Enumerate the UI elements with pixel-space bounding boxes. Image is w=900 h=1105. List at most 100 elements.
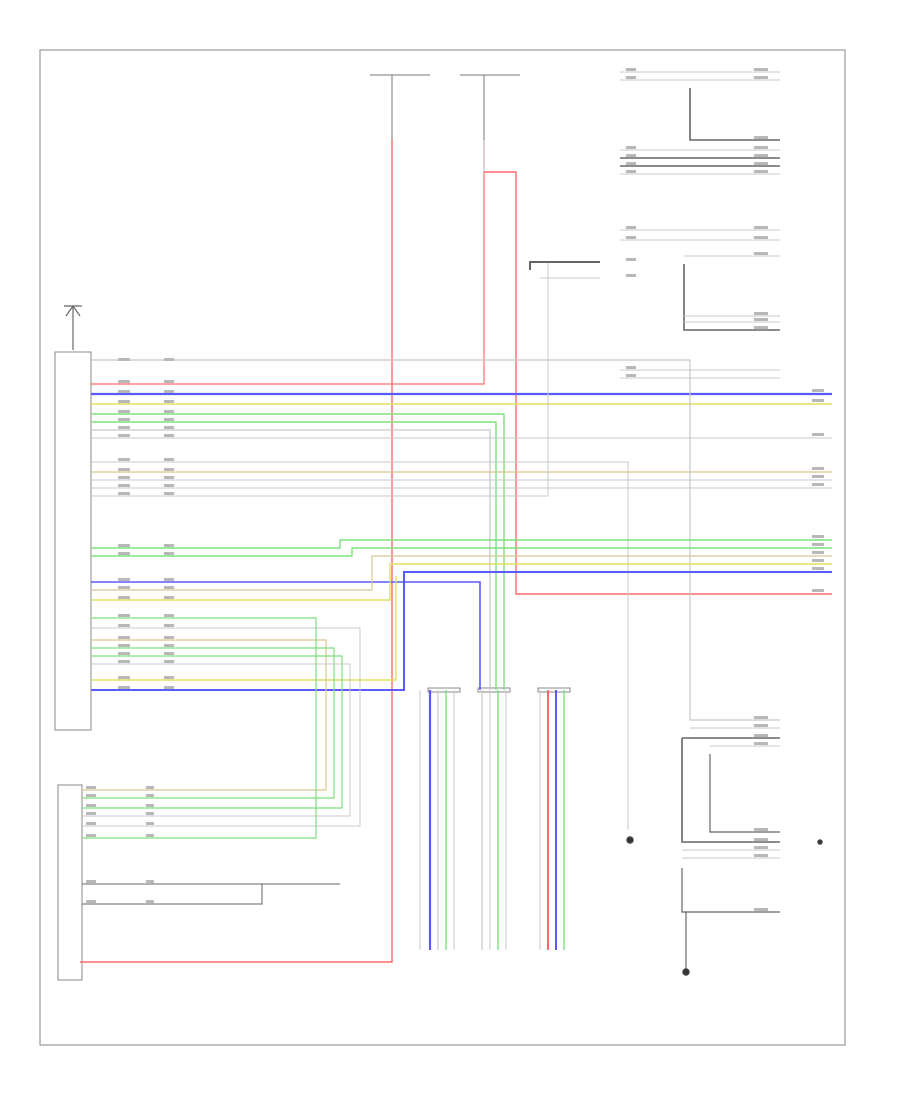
tiny-label-64: [146, 834, 154, 837]
tiny-label-11: [118, 418, 130, 421]
wire-28: [82, 627, 361, 827]
tiny-label-108: [754, 734, 768, 737]
tiny-label-105: [812, 589, 824, 592]
tiny-label-66: [146, 880, 154, 883]
satellite-receiver-box: [57, 784, 83, 981]
tiny-label-46: [164, 652, 174, 655]
tiny-label-21: [118, 476, 130, 479]
tiny-label-18: [164, 458, 174, 461]
ground-icon-2: [682, 968, 690, 976]
tiny-label-9: [118, 410, 130, 413]
tiny-label-1: [118, 358, 130, 361]
component-boxes: [54, 351, 571, 981]
tiny-label-37: [118, 614, 130, 617]
tiny-label-113: [754, 854, 768, 857]
wire-1: [80, 140, 393, 963]
wire-19: [91, 581, 481, 690]
wire-3: [91, 140, 485, 385]
tiny-label-88: [754, 226, 768, 229]
tiny-label-47: [118, 660, 130, 663]
tiny-label-2: [164, 358, 174, 361]
tiny-label-27: [118, 544, 130, 547]
wire-21: [91, 563, 832, 601]
radio-unit-box: [54, 351, 92, 731]
tiny-label-82: [754, 76, 768, 79]
tiny-label-73: [626, 162, 636, 165]
tiny-label-112: [754, 846, 768, 849]
connector-a-box: [427, 687, 461, 693]
tiny-label-6: [164, 390, 174, 393]
tiny-label-23: [118, 484, 130, 487]
wire-47: [689, 88, 780, 141]
tiny-label-101: [812, 543, 824, 546]
tiny-label-36: [164, 596, 174, 599]
tiny-label-86: [754, 162, 768, 165]
tiny-label-71: [626, 146, 636, 149]
tiny-label-83: [754, 136, 768, 139]
tiny-label-70: [626, 76, 636, 79]
ground-icon-3: [817, 839, 823, 845]
tiny-label-60: [146, 812, 154, 815]
tiny-label-20: [164, 468, 174, 471]
tiny-label-12: [164, 418, 174, 421]
wire-2: [484, 171, 832, 595]
tiny-label-76: [626, 236, 636, 239]
tiny-label-24: [164, 484, 174, 487]
wire-29: [82, 617, 317, 839]
wire-26: [82, 655, 343, 809]
tiny-label-62: [146, 822, 154, 825]
tiny-label-69: [626, 68, 636, 71]
wire-20: [91, 555, 832, 591]
tiny-label-102: [812, 551, 824, 554]
tiny-label-87: [754, 170, 768, 173]
tiny-label-100: [812, 535, 824, 538]
tiny-label-98: [812, 475, 824, 478]
wire-8: [91, 421, 497, 690]
wire-65: [681, 738, 780, 843]
ground-icon-1: [626, 836, 634, 844]
tiny-label-28: [164, 544, 174, 547]
tiny-label-42: [164, 636, 174, 639]
tiny-label-85: [754, 154, 768, 157]
tiny-label-99: [812, 483, 824, 486]
wire-27: [82, 663, 351, 817]
tiny-label-58: [146, 804, 154, 807]
wire-layer: [80, 71, 832, 970]
tiny-label-14: [164, 426, 174, 429]
tiny-label-3: [118, 380, 130, 383]
tiny-label-92: [754, 318, 768, 321]
tiny-label-55: [86, 794, 96, 797]
tiny-label-45: [118, 652, 130, 655]
wire-17: [91, 539, 832, 549]
wire-18: [91, 547, 832, 557]
tiny-label-43: [118, 644, 130, 647]
wire-16: [91, 359, 691, 720]
tiny-label-7: [118, 400, 130, 403]
tiny-label-29: [118, 552, 130, 555]
tiny-label-48: [164, 660, 174, 663]
tiny-label-15: [118, 434, 130, 437]
tiny-label-44: [164, 644, 174, 647]
tiny-label-90: [754, 252, 768, 255]
tiny-label-17: [118, 458, 130, 461]
tiny-label-51: [118, 686, 130, 689]
tiny-label-8: [164, 400, 174, 403]
connector-b-box: [477, 687, 511, 693]
tiny-label-109: [754, 742, 768, 745]
wire-11: [91, 461, 629, 830]
label-layer: [86, 68, 824, 911]
tiny-label-33: [118, 586, 130, 589]
tiny-label-95: [812, 399, 824, 402]
tiny-label-49: [118, 676, 130, 679]
tiny-label-111: [754, 838, 768, 841]
tiny-label-50: [164, 676, 174, 679]
tiny-label-59: [86, 812, 96, 815]
tiny-label-10: [164, 410, 174, 413]
tiny-label-78: [626, 274, 636, 277]
tiny-label-39: [118, 624, 130, 627]
tiny-label-68: [146, 900, 154, 903]
tiny-label-34: [164, 586, 174, 589]
tiny-label-30: [164, 552, 174, 555]
wire-57: [683, 264, 780, 331]
